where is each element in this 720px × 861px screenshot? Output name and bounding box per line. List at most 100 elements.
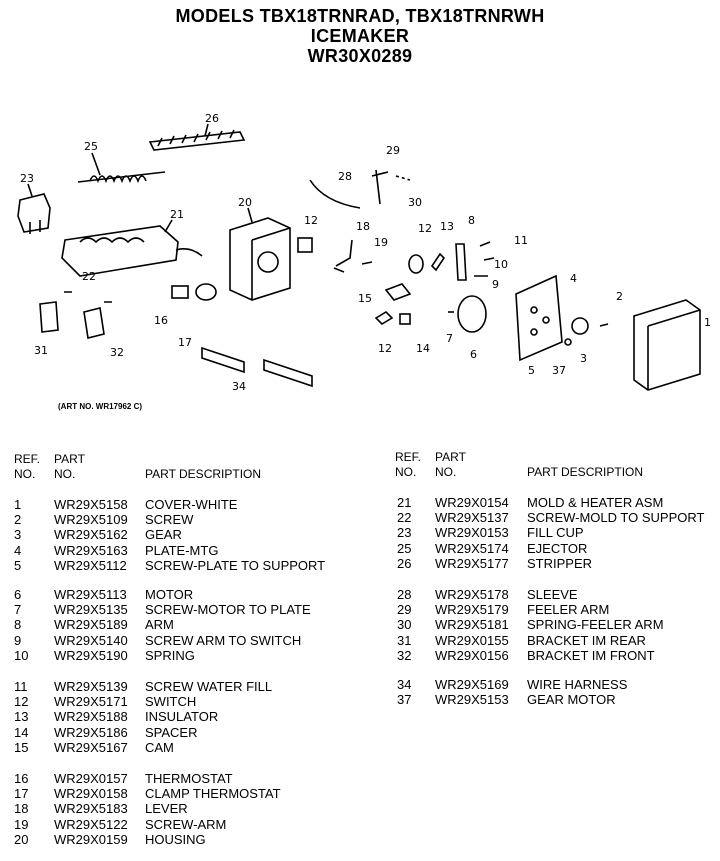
ref-number: 16 (14, 771, 29, 786)
ref-number: 25 (397, 540, 412, 556)
callout-7: 7 (446, 332, 453, 345)
part-description: CLAMP THERMOSTAT (145, 786, 281, 802)
part-description: EJECTOR (527, 540, 588, 556)
part-number: WR29X5181 (435, 617, 509, 633)
callout-12b: 12 (418, 222, 432, 235)
ref-number: 34 (397, 677, 412, 692)
part-number: WR29X5163 (54, 542, 128, 558)
part-number: WR29X0157 (54, 771, 128, 786)
part-number: WR29X5113 (54, 587, 127, 602)
part-description: MOTOR (145, 587, 194, 602)
part-description: ARM (145, 617, 174, 633)
callout-19: 19 (374, 236, 388, 249)
callout-17: 17 (178, 336, 192, 349)
part-description: SPACER (145, 724, 198, 740)
callout-30: 30 (408, 196, 422, 209)
part-number: WR29X5169 (435, 677, 509, 692)
part-number: WR29X5137 (435, 510, 509, 526)
part-number: WR29X5162 (54, 527, 128, 543)
part-description: SCREW-PLATE TO SUPPORT (145, 557, 326, 573)
ref-number: 21 (397, 495, 412, 510)
part-number: WR29X5183 (54, 801, 128, 817)
part-number: WR29X0158 (54, 786, 128, 802)
callout-12a: 12 (304, 214, 318, 227)
right-ref-header: REF. NO. (395, 450, 422, 479)
part-number: WR29X5178 (435, 587, 509, 602)
part-description: WIRE HARNESS (527, 677, 628, 692)
callout-6: 6 (470, 348, 477, 361)
ref-number: 7 (14, 602, 22, 618)
part-description: SCREW-ARM (145, 816, 227, 832)
part-description: STRIPPER (527, 555, 593, 571)
callout-16: 16 (154, 314, 168, 327)
ref-number: 2 (14, 512, 22, 528)
ref-number: 6 (14, 587, 22, 602)
part-description: SLEEVE (527, 587, 578, 602)
callout-20: 20 (238, 196, 252, 209)
part-number: WR29X5158 (54, 497, 128, 512)
callout-15: 15 (358, 292, 372, 305)
ref-number: 1 (14, 497, 22, 512)
ref-number: 11 (14, 679, 28, 694)
part-number: WR29X5140 (54, 632, 128, 648)
ref-number: 17 (14, 786, 29, 802)
part-description: BRACKET IM REAR (527, 632, 646, 648)
part-description: COVER-WHITE (145, 497, 238, 512)
kit-code-heading: WR30X0289 (307, 46, 413, 66)
part-description: FILL CUP (527, 525, 584, 541)
ref-number: 18 (14, 801, 29, 817)
callout-10: 10 (494, 258, 508, 271)
ref-number: 23 (397, 525, 412, 541)
part-number: WR29X0155 (435, 632, 509, 648)
housing-part (229, 217, 291, 301)
ref-number: 31 (397, 632, 412, 648)
part-description: SCREW-MOLD TO SUPPORT (527, 510, 705, 526)
part-description: THERMOSTAT (145, 771, 233, 786)
callout-8: 8 (468, 214, 475, 227)
part-number: WR29X5179 (435, 602, 509, 618)
callout-18: 18 (356, 220, 370, 233)
part-number: WR29X5189 (54, 617, 128, 633)
fill-cup-part (17, 193, 51, 234)
right-description-header: PART DESCRIPTION (527, 465, 644, 479)
part-description: SCREW (145, 512, 194, 528)
part-description: PLATE-MTG (145, 542, 219, 558)
ref-number: 4 (14, 542, 22, 558)
part-description: HOUSING (145, 831, 206, 847)
part-description: SWITCH (145, 694, 197, 710)
callout-26: 26 (205, 112, 219, 125)
part-description: FEELER ARM (527, 602, 610, 618)
part-description: GEAR MOTOR (527, 692, 616, 708)
part-number: WR29X5122 (54, 816, 128, 832)
callout-22: 22 (82, 270, 96, 283)
callout-12c: 12 (378, 342, 392, 355)
left-ref-header: REF. NO. (14, 452, 41, 481)
ref-number: 9 (14, 632, 22, 648)
part-number: WR29X0153 (435, 525, 509, 541)
mold-heater-part (61, 225, 203, 277)
ref-number: 22 (397, 510, 412, 526)
models-heading: MODELS TBX18TRNRAD, TBX18TRNRWH (175, 6, 545, 26)
part-description: INSULATOR (145, 709, 219, 725)
part-number: WR29X5153 (435, 692, 509, 708)
part-number: WR29X5171 (54, 694, 128, 710)
exploded-parts-diagram: 26 25 23 21 20 12 18 19 29 28 30 12 13 8… (17, 112, 711, 393)
left-part-header: PART NO. (54, 452, 85, 481)
ref-number: 10 (14, 647, 29, 663)
callout-28: 28 (338, 170, 352, 183)
ref-number: 26 (397, 555, 412, 571)
part-number: WR29X5135 (54, 602, 128, 618)
callout-labels: 26 25 23 21 20 12 18 19 29 28 30 12 13 8… (20, 112, 711, 393)
ref-number: 12 (14, 694, 29, 710)
icemaker-heading: ICEMAKER (310, 26, 410, 46)
callout-37: 37 (552, 364, 566, 377)
part-number: WR29X0154 (435, 495, 509, 510)
part-description: LEVER (145, 801, 188, 817)
callout-4: 4 (570, 272, 577, 285)
callout-25: 25 (84, 140, 98, 153)
ref-number: 37 (397, 692, 412, 708)
ref-number: 15 (14, 739, 29, 755)
part-description: SPRING (145, 647, 195, 663)
part-description: CAM (145, 739, 174, 755)
callout-3: 3 (580, 352, 587, 365)
